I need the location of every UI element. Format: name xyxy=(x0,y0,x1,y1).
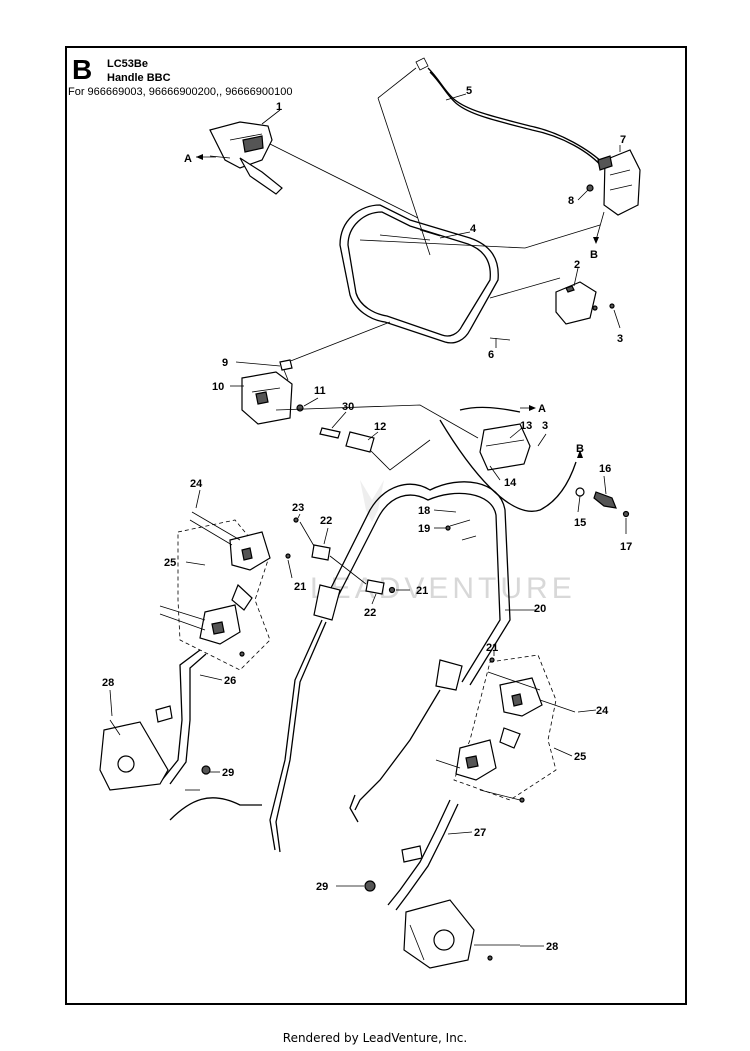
callout-22-upper: 22 xyxy=(320,515,332,527)
callout-7: 7 xyxy=(620,134,626,146)
callout-3: 3 xyxy=(617,333,623,345)
callout-3-b: 3 xyxy=(542,420,548,432)
part-25-height-adjuster-left xyxy=(159,511,291,671)
assembly-name: Handle BBC xyxy=(107,72,171,84)
part-13-cable-holder xyxy=(479,423,531,471)
reference-arrow-a-top xyxy=(196,154,216,160)
rod-left xyxy=(169,797,262,821)
part-26-lower-arm-left xyxy=(155,649,207,785)
cable-lower-left xyxy=(269,619,323,851)
part-11-screw xyxy=(296,404,304,412)
callout-21-left: 21 xyxy=(294,581,306,593)
reference-arrow-b-top xyxy=(593,211,605,244)
callout-22-lower: 22 xyxy=(364,607,376,619)
callout-25-left: 25 xyxy=(164,557,176,569)
part-29-spacer-right xyxy=(364,880,376,892)
part-17-nut xyxy=(622,510,630,518)
callout-19: 19 xyxy=(418,523,430,535)
callout-2: 2 xyxy=(574,259,580,271)
part-9-knob xyxy=(279,359,293,381)
callout-10: 10 xyxy=(212,381,224,393)
diagram-frame xyxy=(65,46,687,1005)
callout-21-center: 21 xyxy=(416,585,428,597)
callout-20: 20 xyxy=(534,603,546,615)
part-30-pin xyxy=(319,427,341,439)
part-29-spacer-left xyxy=(201,765,211,775)
callout-24-right: 24 xyxy=(596,705,609,717)
cable-b-mid xyxy=(439,419,577,512)
callout-27: 27 xyxy=(474,827,486,839)
part-21-nut-center xyxy=(388,586,396,594)
part-2-bracket xyxy=(555,281,615,325)
reference-arrow-b-mid xyxy=(577,450,583,458)
callout-6: 6 xyxy=(488,349,494,361)
watermark-text: LEADVENTURE xyxy=(310,572,576,605)
part-16-knob xyxy=(593,491,617,509)
part-15-washer xyxy=(575,487,585,497)
callout-26: 26 xyxy=(224,675,236,687)
part-1-control-lever xyxy=(209,121,283,195)
callout-29-right: 29 xyxy=(316,881,328,893)
part-22-clamp-lower xyxy=(365,579,385,595)
part-23-screw xyxy=(293,517,299,523)
cable-a-upper xyxy=(459,406,521,413)
footer-credit: Rendered by LeadVenture, Inc. xyxy=(282,1031,468,1045)
part-4-upper-handle xyxy=(339,204,499,344)
callout-4: 4 xyxy=(470,223,477,235)
part-8-nut xyxy=(586,184,594,192)
callout-25-right: 25 xyxy=(574,751,586,763)
cable-lower-right xyxy=(354,689,441,811)
callout-5: 5 xyxy=(466,85,472,97)
part-7-drive-control xyxy=(597,149,641,216)
callout-12: 12 xyxy=(374,421,386,433)
part-12-clamp xyxy=(345,431,375,453)
leader-lines xyxy=(109,93,627,947)
part-22-clamp-upper xyxy=(311,544,331,561)
callout-17: 17 xyxy=(620,541,632,553)
callout-28-left: 28 xyxy=(102,677,114,689)
applies-to: For 966669003, 96666900200,, 96666900100 xyxy=(68,86,293,98)
cable-5 xyxy=(415,57,606,169)
part-6-bolt xyxy=(489,337,511,341)
ref-label-a-mid: A xyxy=(538,403,546,415)
callout-11: 11 xyxy=(314,385,326,397)
callout-18: 18 xyxy=(418,505,430,517)
callout-1: 1 xyxy=(276,101,282,113)
ref-label-a-top: A xyxy=(184,153,192,165)
model-name: LC53Be xyxy=(107,58,148,70)
callout-8: 8 xyxy=(568,195,574,207)
part-10-control-box xyxy=(241,371,293,425)
reference-arrow-a-mid xyxy=(520,405,536,411)
callout-15: 15 xyxy=(574,517,586,529)
part-28-side-plate-left xyxy=(99,719,169,791)
part-19-screw xyxy=(445,525,451,531)
watermark-logo xyxy=(360,480,384,522)
callout-30: 30 xyxy=(342,401,354,413)
callout-23: 23 xyxy=(292,502,304,514)
part-28-side-plate-right xyxy=(403,899,475,969)
callout-24-left: 24 xyxy=(190,478,203,490)
ref-label-b-mid: B xyxy=(576,443,584,455)
ref-label-b-top: B xyxy=(590,249,598,261)
part-20-lower-handle xyxy=(313,481,511,691)
callout-21-right: 21 xyxy=(486,642,498,654)
callout-13: 13 xyxy=(520,420,532,432)
callout-9: 9 xyxy=(222,357,228,369)
section-letter: B xyxy=(72,54,93,85)
callout-29-left: 29 xyxy=(222,767,234,779)
callout-28-right: 28 xyxy=(546,941,558,953)
callout-16: 16 xyxy=(599,463,611,475)
part-25-height-adjuster-right xyxy=(435,654,576,803)
callout-14: 14 xyxy=(504,477,517,489)
part-27-lower-arm-right xyxy=(387,799,459,911)
